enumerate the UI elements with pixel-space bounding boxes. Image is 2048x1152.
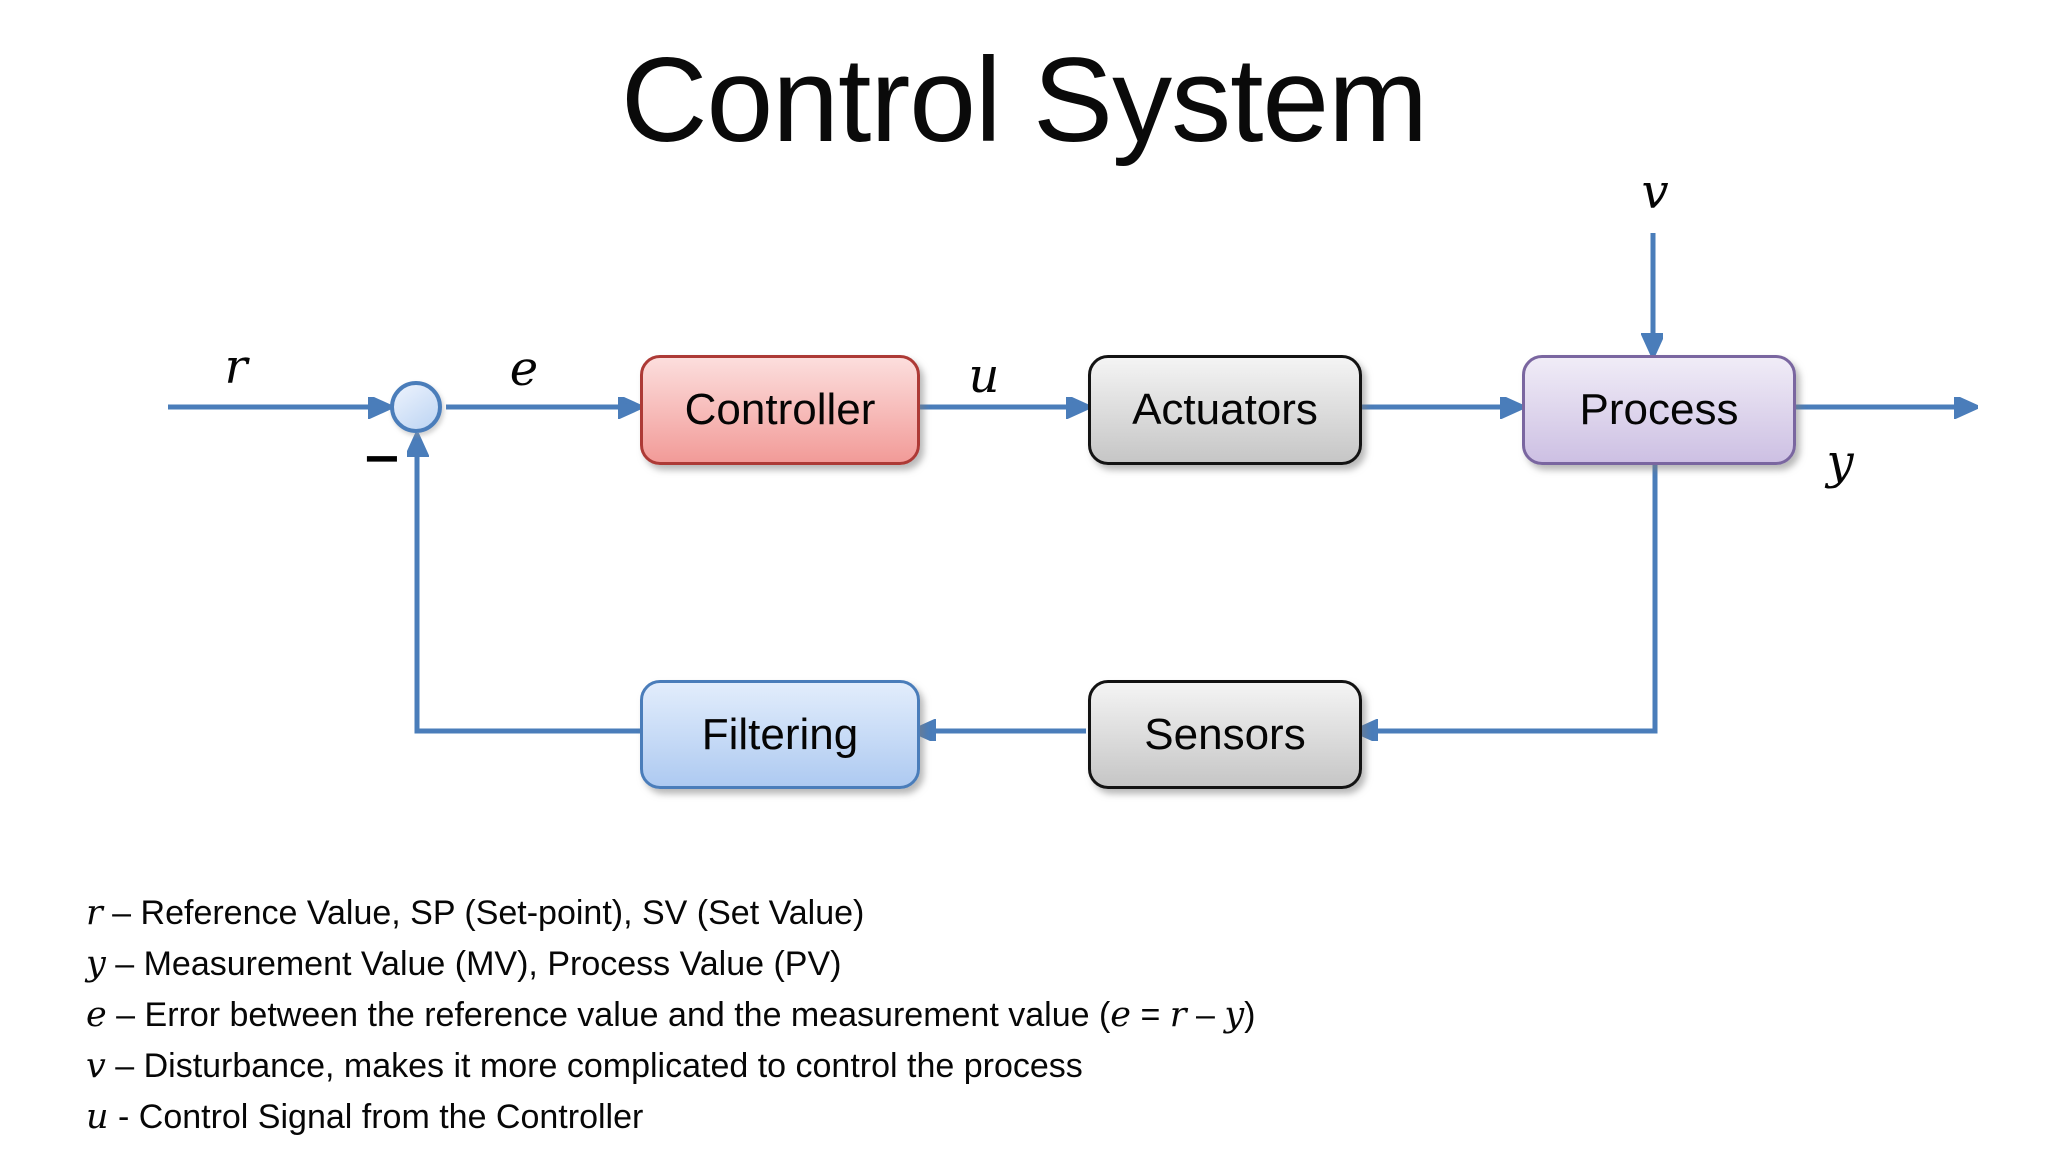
legend-line-u: u - Control Signal from the Controller	[86, 1097, 644, 1137]
block-controller-label: Controller	[684, 385, 876, 434]
legend-line-v: v – Disturbance, makes it more complicat…	[86, 1046, 1083, 1086]
summing-junction	[390, 381, 442, 433]
minus-sign: −	[361, 430, 403, 486]
block-sensors: Sensors	[1088, 680, 1362, 789]
signal-label-v: v	[1641, 164, 1669, 220]
process-to-sensors-arrow	[1358, 460, 1658, 731]
block-controller: Controller	[640, 355, 920, 465]
signal-label-y: y	[1826, 434, 1854, 490]
page-title: Control System	[620, 33, 1428, 167]
legend-line-y: y – Measurement Value (MV), Process Valu…	[86, 944, 842, 984]
legend-line-r: r – Reference Value, SP (Set-point), SV …	[86, 893, 865, 933]
legend: r – Reference Value, SP (Set-point), SV …	[86, 888, 1255, 1143]
signal-label-e: e	[509, 341, 539, 397]
block-actuators-label: Actuators	[1132, 385, 1318, 434]
block-sensors-label: Sensors	[1144, 709, 1306, 759]
block-filtering-label: Filtering	[701, 709, 859, 759]
signal-label-u: u	[968, 348, 1000, 404]
block-process-label: Process	[1579, 385, 1739, 434]
feedback-to-sum-arrow	[417, 437, 640, 734]
block-actuators: Actuators	[1088, 355, 1362, 465]
block-filtering: Filtering	[640, 680, 920, 789]
legend-line-e: e – Error between the reference value an…	[86, 995, 1256, 1035]
block-process: Process	[1522, 355, 1796, 465]
signal-label-r: r	[224, 339, 248, 395]
